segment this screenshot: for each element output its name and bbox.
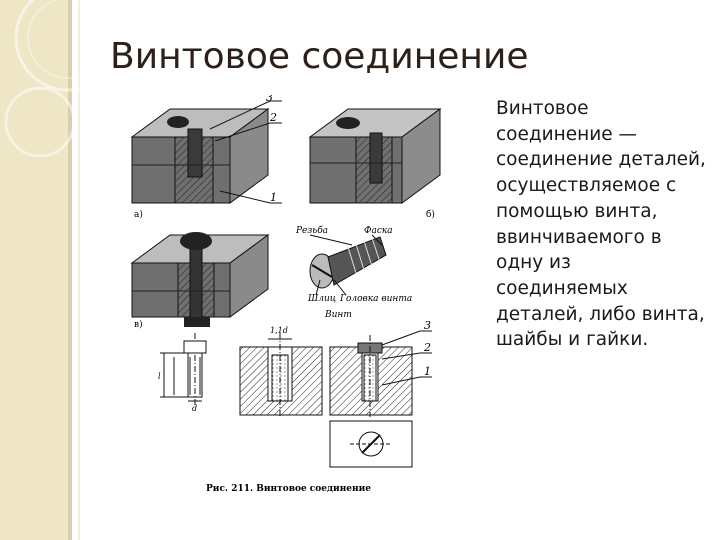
label-2: 2: [269, 111, 277, 124]
block-a: [130, 108, 270, 204]
label-rezba: Резьба: [295, 225, 328, 236]
block-b: [308, 108, 442, 204]
screw-connection-figure: 3 2 1 а) б) в) Резьба Фаска Шлиц Головка…: [130, 95, 442, 494]
slide-title: Винтовое соединение: [110, 36, 529, 77]
label-vint: Винт: [324, 310, 352, 320]
dim-l: l: [158, 372, 161, 381]
label-shlic: Шлиц: [307, 294, 336, 304]
section-label-1: 1: [424, 365, 431, 378]
label-1: 1: [270, 191, 277, 204]
label-b: б): [426, 209, 435, 220]
section-view-1: [239, 333, 323, 417]
label-faska: Фаска: [364, 226, 393, 236]
label-golovka: Головка винта: [339, 294, 412, 304]
screw-drawing: [309, 236, 387, 289]
block-v: [130, 232, 270, 327]
section-leaders: [381, 330, 432, 386]
section-label-2: 2: [423, 341, 431, 354]
section-view-2: [329, 335, 413, 417]
definition-text: Винтовое соединение — соединение деталей…: [496, 98, 706, 351]
screw-leaders: [309, 234, 383, 296]
label-a: а): [134, 209, 143, 220]
band-edge: [68, 0, 72, 540]
figure-caption: Рис. 211. Винтовое соединение: [206, 484, 371, 494]
screw-dimension-drawing: [160, 333, 207, 407]
dim-d: d: [192, 404, 197, 413]
dim-11d: 1,1d: [270, 326, 288, 335]
leader-lines: [209, 100, 282, 204]
section-label-3: 3: [424, 319, 431, 332]
decorative-circles: [4, 0, 122, 158]
plan-view: [329, 420, 413, 468]
label-3: 3: [266, 95, 273, 104]
label-v: в): [134, 319, 143, 330]
band-highlight: [78, 0, 80, 540]
